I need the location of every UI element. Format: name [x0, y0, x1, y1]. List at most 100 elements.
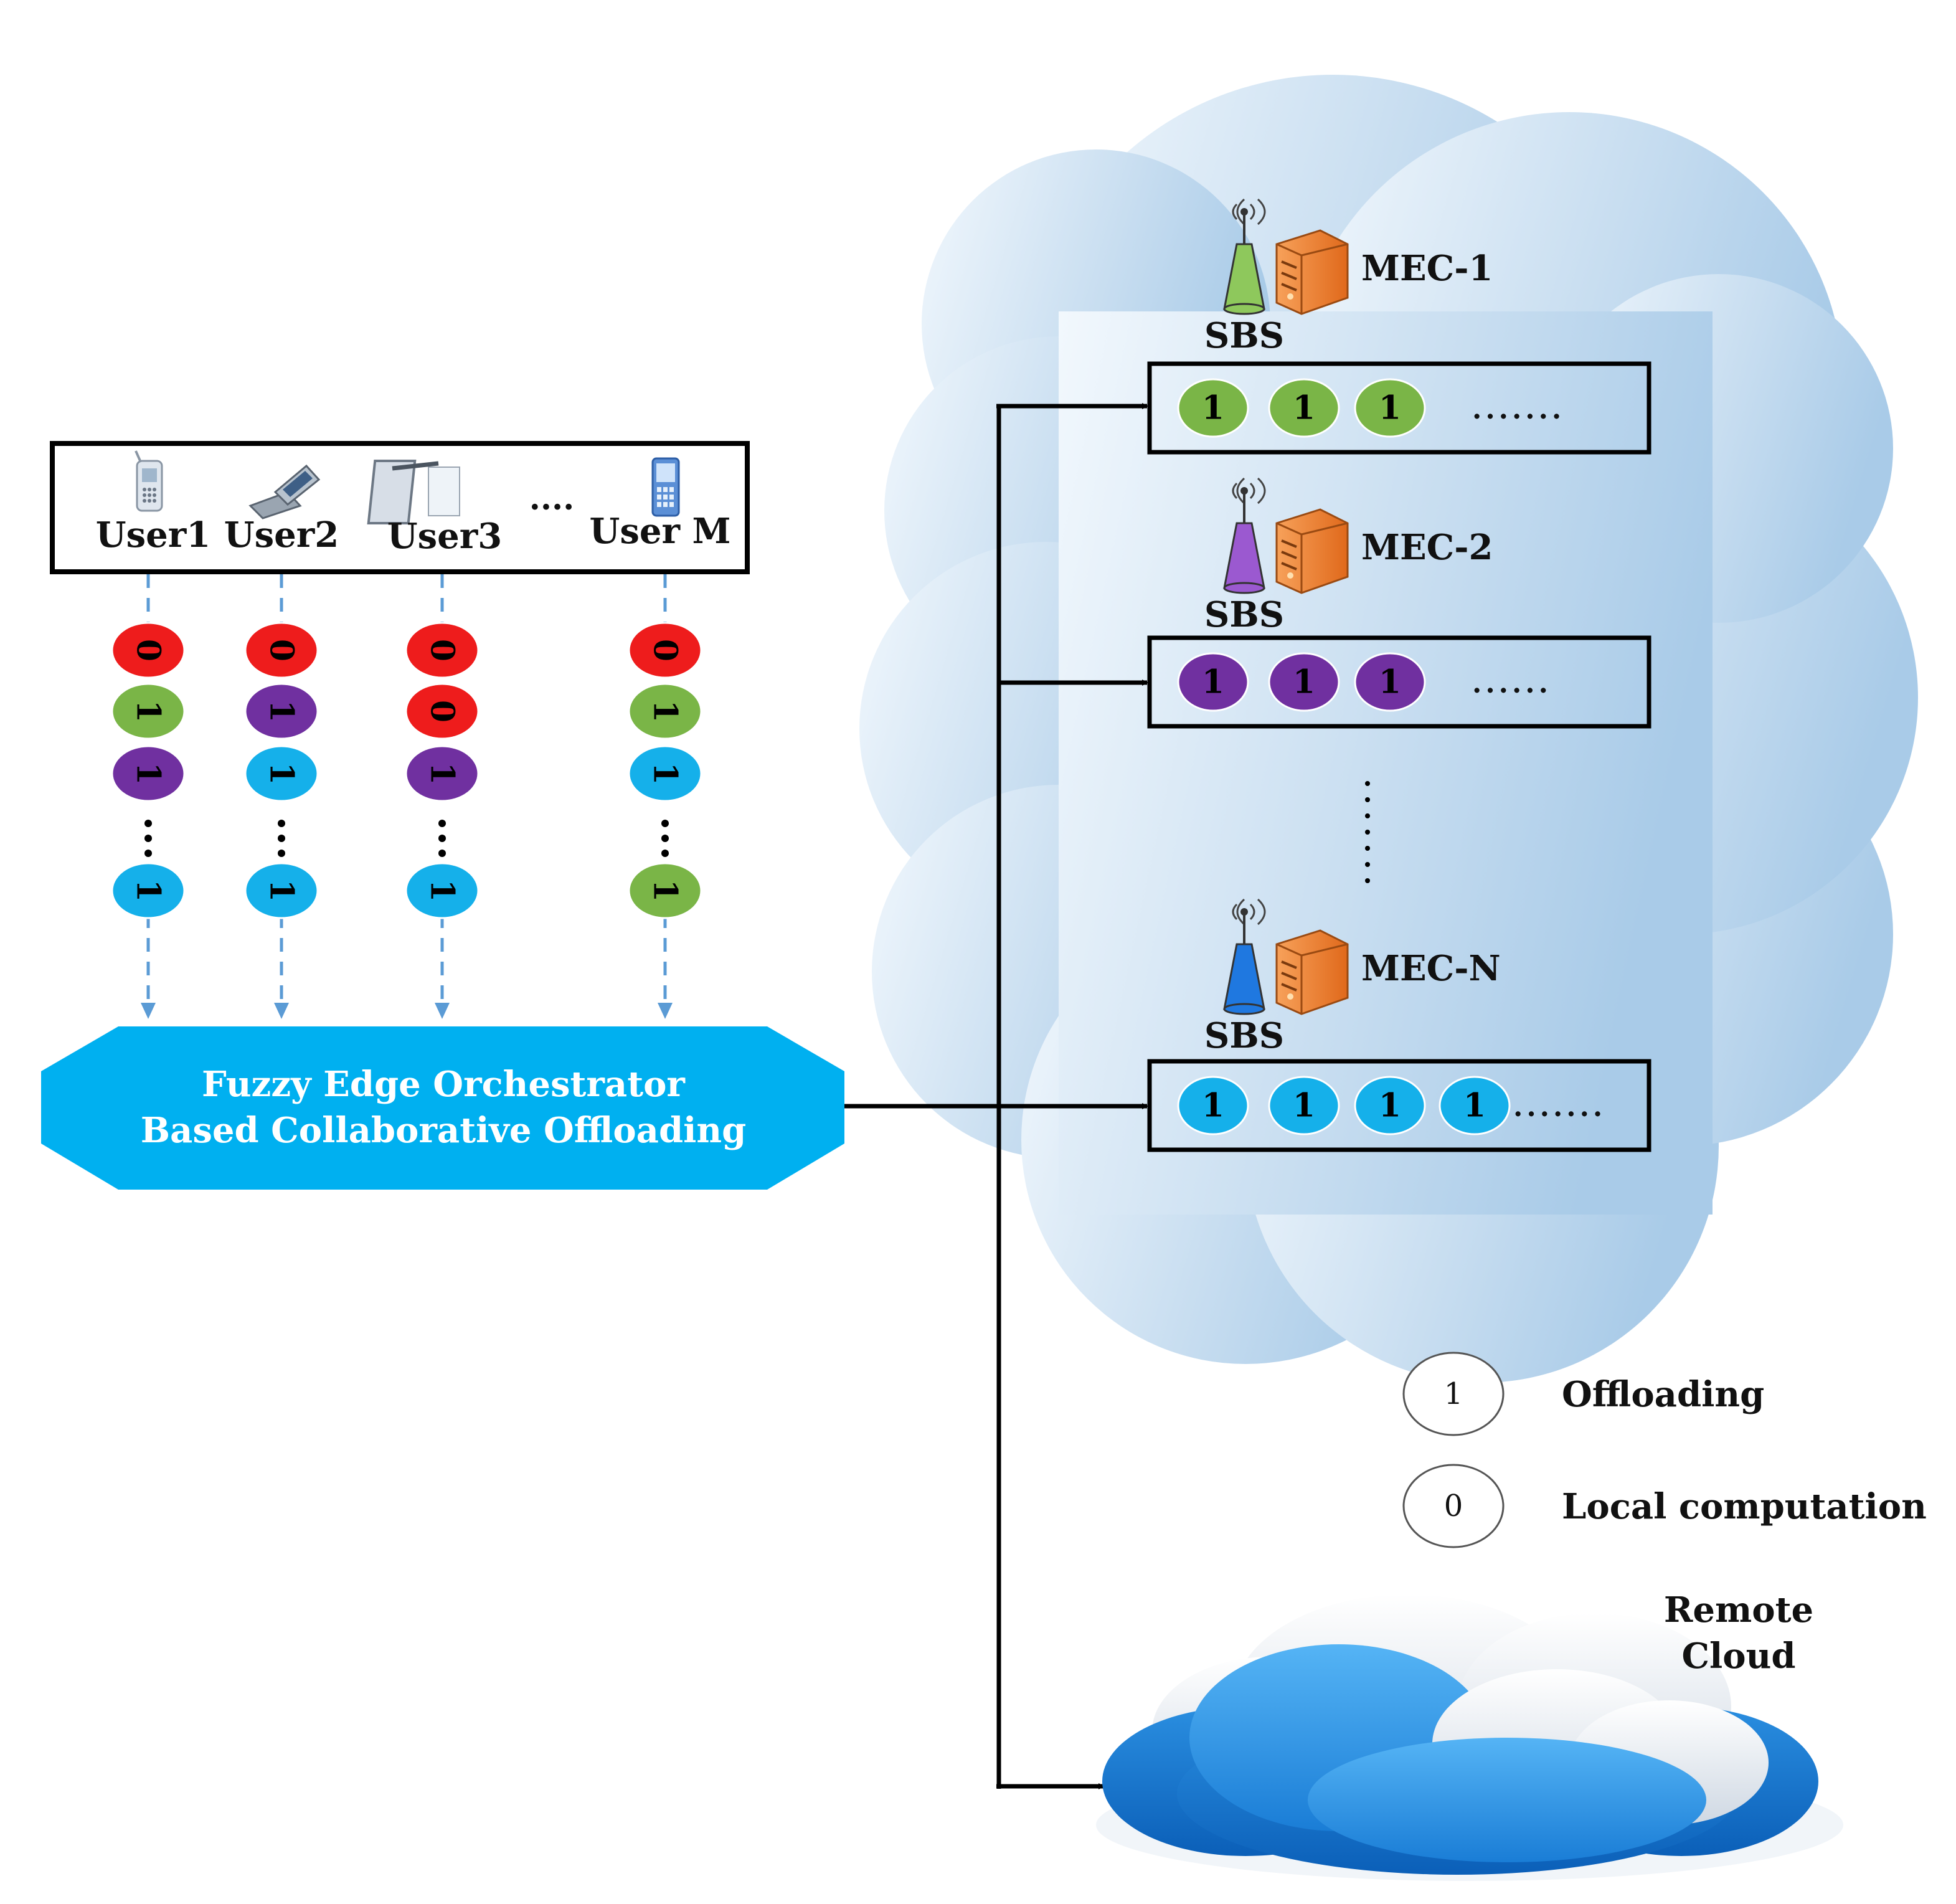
queue-ellipsis: .......	[1513, 1091, 1606, 1123]
task-value: 1	[263, 879, 301, 902]
task-value: 1	[423, 879, 461, 902]
server-icon	[1275, 929, 1349, 1015]
mec-name: MEC-2	[1361, 527, 1493, 568]
task-queue-box	[1147, 635, 1651, 729]
orchestrator-line1: Fuzzy Edge Orchestrator	[202, 1064, 686, 1105]
queue-task: 1	[1439, 1076, 1511, 1135]
task-value: 0	[423, 639, 461, 661]
queue-task: 1	[1177, 652, 1249, 712]
mec-name: MEC-1	[1361, 248, 1493, 289]
task-vertical-ellipsis	[278, 820, 285, 857]
task-value: 1	[263, 700, 301, 722]
remote-cloud-label-line2: Cloud	[1681, 1636, 1795, 1677]
queue-task-value: 1	[1379, 663, 1401, 701]
users-ellipsis: ....	[529, 480, 574, 518]
task-value: 0	[423, 700, 461, 722]
task-ellipse: 0	[405, 622, 480, 679]
queue-ellipsis: ......	[1472, 668, 1552, 699]
base-station-icon	[1223, 477, 1266, 594]
queue-task-value: 1	[1293, 1087, 1315, 1125]
task-ellipse: 1	[628, 683, 702, 740]
queue-task: 1	[1268, 652, 1340, 712]
tablet-icon	[367, 460, 460, 524]
user-label: User M	[590, 511, 731, 552]
legend-item-2: 0 Local computation	[1402, 1464, 1927, 1548]
task-ellipse: 1	[405, 745, 480, 802]
queue-task: 1	[1354, 1076, 1426, 1135]
task-ellipse: 1	[405, 862, 480, 919]
task-ellipse: 1	[244, 745, 319, 802]
queue-task-value: 1	[1293, 663, 1315, 701]
queue-task-value: 1	[1379, 1087, 1401, 1125]
server-icon	[1275, 508, 1349, 594]
task-value: 1	[646, 879, 684, 902]
task-ellipse: 1	[628, 745, 702, 802]
task-vertical-ellipsis	[661, 820, 669, 857]
task-ellipse: 1	[244, 683, 319, 740]
task-ellipse: 0	[111, 622, 186, 679]
queue-task: 1	[1268, 378, 1340, 438]
queue-task-value: 1	[1293, 389, 1315, 427]
queue-task: 1	[1177, 378, 1249, 438]
mobile-phone-icon	[135, 450, 163, 512]
legend-label: Local computation	[1562, 1486, 1927, 1527]
flip-phone-icon	[248, 464, 321, 519]
queue-task: 1	[1354, 652, 1426, 712]
mec-cloud	[859, 75, 1918, 1383]
user-label: User2	[224, 514, 339, 556]
connection-lines	[844, 403, 1148, 1789]
task-vertical-ellipsis	[144, 820, 152, 857]
task-value: 1	[130, 762, 168, 785]
legend-label: Offloading	[1562, 1374, 1764, 1415]
queue-task: 1	[1177, 1076, 1249, 1135]
queue-task: 1	[1354, 378, 1426, 438]
remote-cloud-label-line1: Remote	[1664, 1589, 1813, 1631]
task-value: 1	[263, 762, 301, 785]
task-ellipse: 0	[244, 622, 319, 679]
task-ellipse: 1	[244, 862, 319, 919]
server-icon	[1275, 229, 1349, 315]
task-ellipse: 0	[405, 683, 480, 740]
queue-task-value: 1	[1202, 389, 1224, 427]
queue-task-value: 1	[1202, 663, 1224, 701]
task-vertical-ellipsis	[438, 820, 446, 857]
task-value: 1	[646, 700, 684, 722]
sbs-label: SBS	[1204, 594, 1284, 635]
queue-ellipsis: .......	[1472, 394, 1565, 425]
mec-vertical-ellipsis	[1365, 781, 1370, 883]
base-station-icon	[1223, 898, 1266, 1015]
legend-item-1: 1 Offloading	[1402, 1352, 1764, 1436]
task-value: 0	[263, 639, 301, 661]
legend-symbol: 0	[1444, 1489, 1463, 1523]
remote-cloud-icon	[1096, 1594, 1843, 1881]
task-value: 0	[646, 639, 684, 661]
queue-task-value: 1	[1379, 389, 1401, 427]
task-ellipse: 1	[111, 862, 186, 919]
user-4: User M 0 1 1 1	[590, 457, 731, 1019]
task-value: 0	[130, 639, 168, 661]
base-station-icon	[1223, 198, 1266, 315]
mec-name: MEC-N	[1361, 948, 1501, 989]
task-ellipse: 1	[111, 683, 186, 740]
task-queue-box	[1147, 1059, 1651, 1152]
orchestrator-line2: Based Collaborative Offloading	[141, 1110, 747, 1151]
task-ellipse: 1	[628, 862, 702, 919]
queue-task: 1	[1268, 1076, 1340, 1135]
task-ellipse: 0	[628, 622, 702, 679]
legend-symbol: 1	[1444, 1376, 1463, 1411]
task-queue-box	[1147, 361, 1651, 455]
smartphone-icon	[651, 457, 680, 517]
user-label: User1	[96, 514, 210, 556]
orchestrator-box	[41, 1026, 844, 1190]
task-value: 1	[130, 879, 168, 902]
task-value: 1	[646, 762, 684, 785]
task-value: 1	[423, 762, 461, 785]
sbs-label: SBS	[1204, 1015, 1284, 1056]
queue-task-value: 1	[1202, 1087, 1224, 1125]
